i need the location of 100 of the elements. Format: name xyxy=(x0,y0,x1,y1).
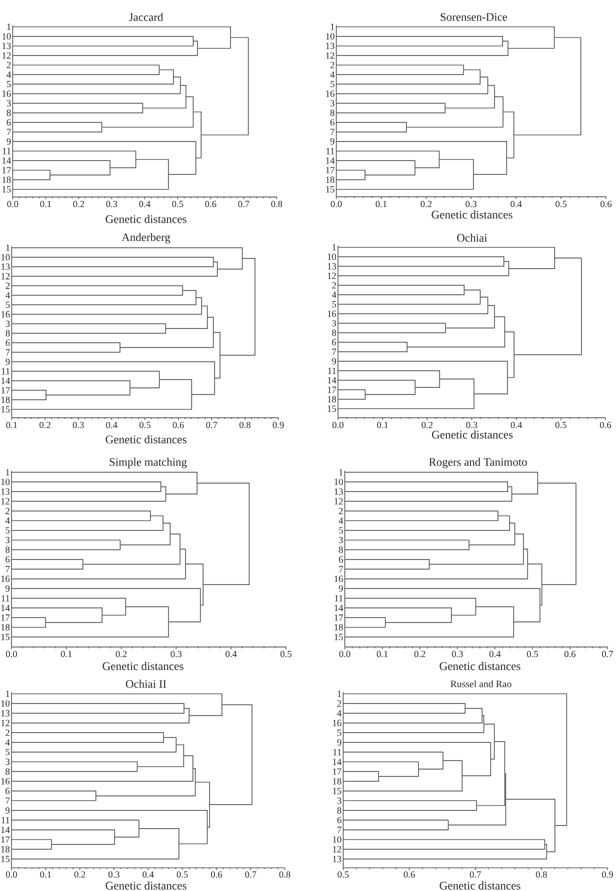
tick-label: 0.0 xyxy=(7,200,18,208)
leaf-label: 12 xyxy=(333,846,342,852)
tick-label: 0.4 xyxy=(106,422,118,428)
leaf-label: 9 xyxy=(6,585,10,592)
leaf-label: 14 xyxy=(1,604,10,612)
leaf-label: 1 xyxy=(339,469,343,476)
leaf-label: 7 xyxy=(338,826,342,833)
leaf-label: 14 xyxy=(1,826,10,833)
leaf-label: 18 xyxy=(1,846,10,852)
leaf-label: 3 xyxy=(330,100,334,106)
leaf-label: 10 xyxy=(333,836,342,843)
leaf-label: 5 xyxy=(6,748,10,756)
tick-label: 0.8 xyxy=(279,871,290,878)
tick-label: 0.3 xyxy=(466,422,478,428)
tick-label: 0.5 xyxy=(172,200,184,208)
leaf-label: 6 xyxy=(6,119,11,126)
leaf-label: 8 xyxy=(6,110,11,116)
leaf-label: 14 xyxy=(333,758,342,765)
leaf-label: 11 xyxy=(2,817,10,824)
leaf-label: 18 xyxy=(333,778,342,784)
panel-title: Simple matching xyxy=(110,458,187,468)
leaf-label: 8 xyxy=(332,330,336,336)
leaf-label: 10 xyxy=(328,254,336,260)
leaf-label: 10 xyxy=(2,254,10,260)
leaf-label: 12 xyxy=(1,498,10,504)
leaf-label: 12 xyxy=(2,273,10,280)
leaf-label: 8 xyxy=(6,768,10,775)
axis-label: Genetic distances xyxy=(106,881,186,890)
axis-label: Genetic distances xyxy=(106,435,186,444)
leaf-label: 16 xyxy=(2,90,11,97)
axis-label: Genetic distances xyxy=(432,430,513,439)
leaf-label: 4 xyxy=(332,292,336,298)
tick-label: 0.2 xyxy=(422,422,432,428)
tick-label: 0.6 xyxy=(600,422,612,428)
leaf-label: 2 xyxy=(6,62,11,68)
leaf-label: 5 xyxy=(6,81,11,88)
leaf-label: 16 xyxy=(1,778,10,784)
tick-label: 0.7 xyxy=(206,422,218,428)
leaf-label: 16 xyxy=(1,576,10,582)
leaf-label: 6 xyxy=(6,788,10,794)
leaf-label: 6 xyxy=(330,119,334,126)
leaf-label: 17 xyxy=(2,167,11,174)
tick-label: 0.1 xyxy=(6,422,17,428)
tick-label: 0.7 xyxy=(245,871,256,878)
leaf-label: 13 xyxy=(2,42,11,50)
leaf-label: 16 xyxy=(2,311,10,318)
tick-label: 0.1 xyxy=(40,200,51,208)
leaf-label: 7 xyxy=(6,798,10,804)
leaf-label: 5 xyxy=(330,81,334,88)
leaf-label: 9 xyxy=(6,807,10,814)
leaf-label: 3 xyxy=(6,758,10,765)
leaf-label: 17 xyxy=(334,614,343,621)
leaf-label: 11 xyxy=(334,595,343,602)
leaf-label: 13 xyxy=(326,42,334,50)
leaf-label: 10 xyxy=(1,478,10,486)
leaf-label: 8 xyxy=(330,110,334,116)
leaf-label: 2 xyxy=(332,282,336,288)
leaf-label: 12 xyxy=(328,272,336,279)
leaf-label: 18 xyxy=(328,396,336,402)
axis-label: Genetic distances xyxy=(102,662,184,670)
tick-label: 0.0 xyxy=(6,650,17,658)
tick-label: 0.2 xyxy=(414,650,426,658)
leaf-label: 3 xyxy=(6,100,11,106)
tick-label: 0.0 xyxy=(330,200,342,208)
tick-label: 0.7 xyxy=(238,200,250,208)
panel-title: Ochiai xyxy=(457,234,488,242)
leaf-label: 10 xyxy=(334,478,343,486)
tick-label: 0.1 xyxy=(60,650,72,658)
leaf-label: 4 xyxy=(330,71,335,78)
panel-title: Anderberg xyxy=(122,233,170,244)
leaf-label: 11 xyxy=(2,595,10,602)
leaf-label: 1 xyxy=(6,244,10,251)
leaf-label: 1 xyxy=(6,469,10,476)
leaf-label: 14 xyxy=(328,377,336,384)
leaf-label: 6 xyxy=(6,556,10,563)
leaf-label: 9 xyxy=(6,358,10,365)
leaf-label: 14 xyxy=(2,158,11,164)
tick-label: 0.1 xyxy=(377,422,388,428)
leaf-label: 1 xyxy=(7,24,11,30)
leaf-label: 15 xyxy=(333,788,342,794)
leaf-label: 7 xyxy=(6,566,10,572)
leaf-label: 9 xyxy=(332,358,336,364)
tick-label: 0.5 xyxy=(176,871,188,878)
leaf-label: 3 xyxy=(332,320,336,326)
tick-label: 0.6 xyxy=(600,200,612,208)
leaf-label: 11 xyxy=(2,368,10,374)
leaf-label: 6 xyxy=(6,340,10,346)
leaf-label: 17 xyxy=(326,167,334,174)
leaf-label: 9 xyxy=(6,138,11,145)
tick-label: 0.3 xyxy=(108,871,120,878)
leaf-label: 3 xyxy=(337,798,342,804)
leaf-label: 8 xyxy=(338,546,343,553)
leaf-label: 7 xyxy=(332,348,336,355)
leaf-label: 8 xyxy=(6,330,10,336)
leaf-label: 4 xyxy=(6,71,11,78)
leaf-label: 7 xyxy=(339,566,343,572)
tick-label: 0.1 xyxy=(376,200,387,208)
tick-label: 0.4 xyxy=(510,200,522,208)
leaf-label: 11 xyxy=(326,148,334,154)
tick-label: 0.8 xyxy=(536,871,547,878)
